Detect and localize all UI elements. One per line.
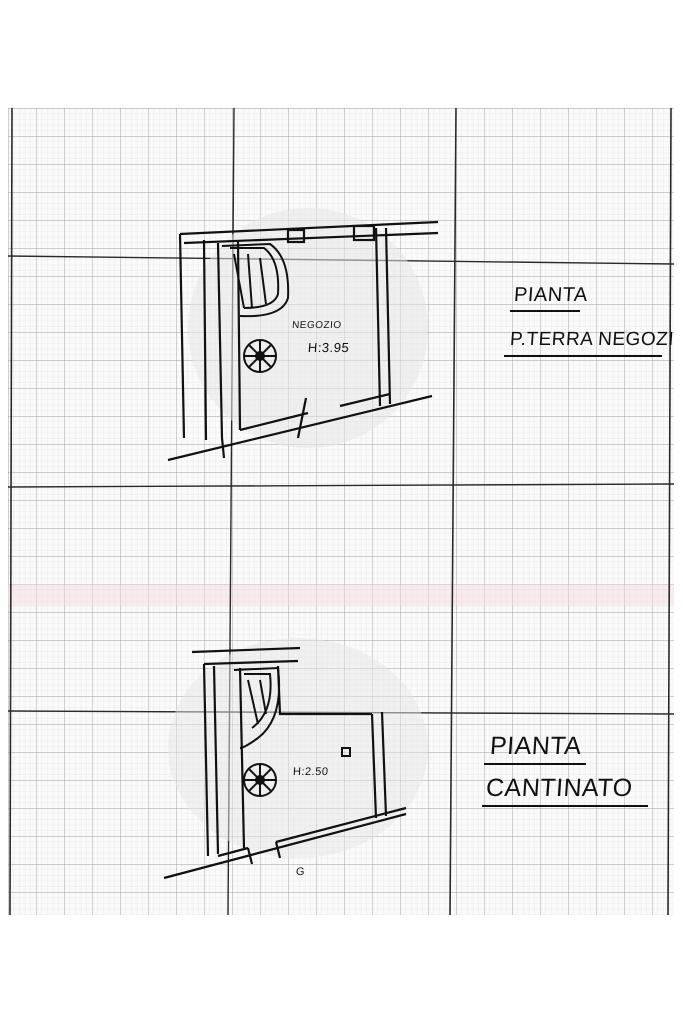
mark-g: G bbox=[295, 866, 306, 878]
basement-title: PIANTA bbox=[489, 732, 583, 760]
shop-height-label: H:3.95 bbox=[307, 340, 350, 355]
ground-floor-title: PIANTA bbox=[513, 284, 589, 306]
basement-subtitle: CANTINATO bbox=[485, 774, 634, 802]
basement-plan bbox=[163, 638, 428, 880]
ground-floor-plan bbox=[167, 208, 439, 462]
graph-paper-sheet: NEGOZIO H:3.95 H:2.50 G PIANTA P.TERRA N… bbox=[8, 108, 674, 915]
ground-floor-subtitle-underline bbox=[504, 355, 662, 357]
basement-title-underline bbox=[484, 763, 586, 765]
ground-floor-subtitle: P.TERRA NEGOZIO bbox=[509, 329, 674, 350]
basement-subtitle-underline bbox=[482, 805, 648, 807]
ground-floor-title-underline bbox=[510, 310, 580, 312]
basement-height-label: H:2.50 bbox=[292, 766, 329, 778]
shop-room-name: NEGOZIO bbox=[291, 320, 343, 331]
